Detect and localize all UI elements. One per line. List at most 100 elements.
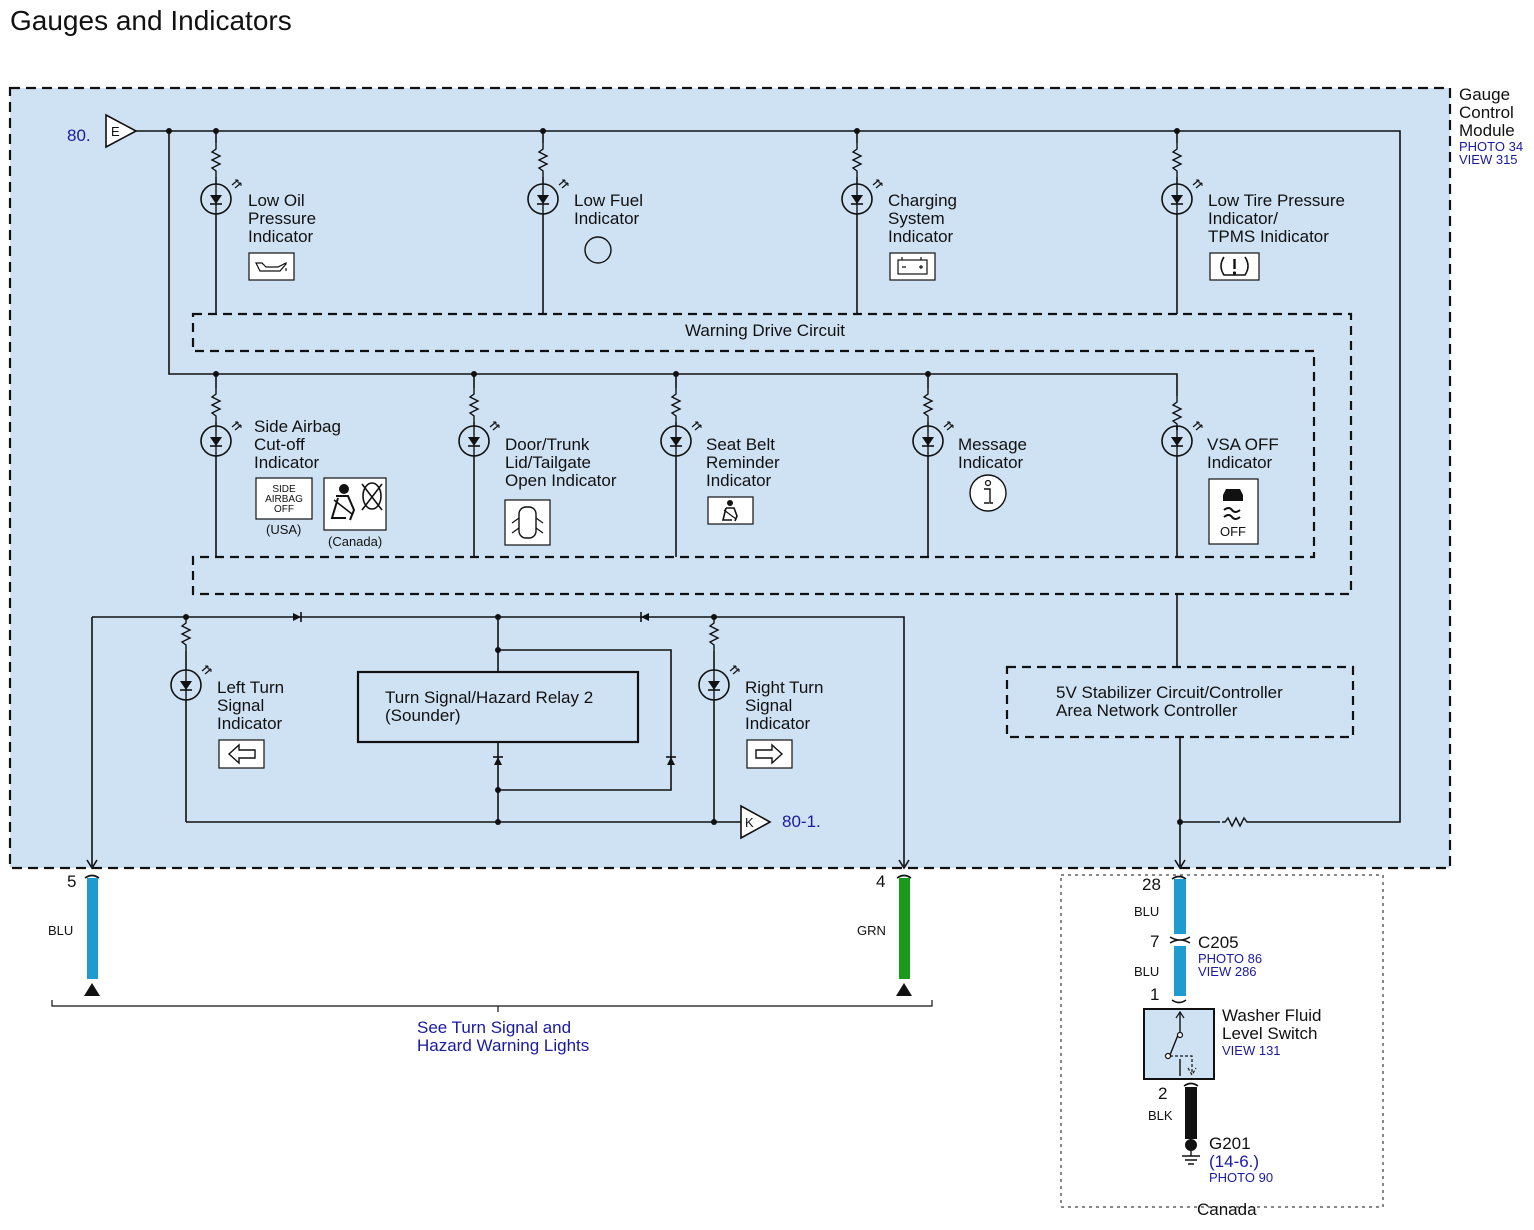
pin-5-wire: 5 BLU: [48, 872, 100, 996]
canada-label: Canada: [1197, 1200, 1257, 1219]
svg-text:SIDE: SIDE: [272, 484, 296, 495]
low-oil-pressure-indicator: Low Oil Pressure Indicator: [200, 131, 316, 314]
svg-text:28: 28: [1142, 875, 1161, 894]
see-turn-signal-link[interactable]: See Turn Signal and Hazard Warning Light…: [417, 1018, 589, 1055]
svg-text:Seat Belt: Seat Belt: [706, 435, 775, 454]
connector-k-letter: K: [745, 815, 754, 830]
svg-text:Indicator: Indicator: [1207, 453, 1273, 472]
warning-drive-circuit-box: [191, 312, 1353, 596]
svg-text:PHOTO 34: PHOTO 34: [1459, 139, 1523, 154]
svg-text:Indicator: Indicator: [248, 227, 314, 246]
washer-wire-harness: 28 BLU 7 C205 PHOTO 86 VIEW 286 BLU 1: [1134, 875, 1262, 1004]
svg-text:4: 4: [876, 872, 885, 891]
svg-text:BLU: BLU: [1134, 904, 1159, 919]
svg-text:Area Network Controller: Area Network Controller: [1056, 701, 1238, 720]
svg-text:Washer Fluid: Washer Fluid: [1222, 1006, 1322, 1025]
svg-text:(14-6.): (14-6.): [1209, 1152, 1259, 1171]
svg-text:Right Turn: Right Turn: [745, 678, 823, 697]
svg-text:See Turn Signal and: See Turn Signal and: [417, 1018, 571, 1037]
svg-text:PHOTO 90: PHOTO 90: [1209, 1170, 1273, 1185]
pullup-resistor: [1222, 816, 1250, 828]
svg-text:Turn Signal/Hazard Relay 2: Turn Signal/Hazard Relay 2: [385, 688, 593, 707]
svg-text:Indicator: Indicator: [706, 471, 772, 490]
turn-signal-relay-box: Turn Signal/Hazard Relay 2 (Sounder): [356, 670, 640, 744]
svg-text:Reminder: Reminder: [706, 453, 780, 472]
svg-text:VIEW 131: VIEW 131: [1222, 1043, 1281, 1058]
see-turn-bracket: [51, 1000, 933, 1012]
svg-text:5V Stabilizer Circuit/Controll: 5V Stabilizer Circuit/Controller: [1056, 683, 1283, 702]
stabilizer-circuit-box: 5V Stabilizer Circuit/Controller Area Ne…: [1005, 665, 1355, 739]
svg-text:PHOTO 86: PHOTO 86: [1198, 951, 1262, 966]
svg-text:Charging: Charging: [888, 191, 957, 210]
svg-text:Level Switch: Level Switch: [1222, 1024, 1317, 1043]
svg-text:BLK: BLK: [1148, 1108, 1173, 1123]
connector-k-flag: [740, 804, 772, 840]
seat-belt-indicator: Seat Belt Reminder Indicator: [660, 374, 780, 557]
svg-text:Module: Module: [1459, 121, 1515, 140]
svg-text:C205: C205: [1198, 933, 1239, 952]
low-tire-pressure-indicator: Low Tire Pressure Indicator/ TPMS Inidic…: [1161, 131, 1345, 314]
left-turn-signal-indicator: Left Turn Signal Indicator: [170, 616, 284, 822]
svg-text:Open Indicator: Open Indicator: [505, 471, 617, 490]
svg-text:Door/Trunk: Door/Trunk: [505, 435, 590, 454]
low-fuel-indicator: Low Fuel Indicator: [527, 131, 643, 314]
svg-text:BLU: BLU: [1134, 964, 1159, 979]
connector-e-letter: E: [111, 124, 120, 139]
page-title: Gauges and Indicators: [10, 5, 292, 36]
svg-text:AIRBAG: AIRBAG: [265, 494, 303, 505]
warning-drive-circuit-label: Warning Drive Circuit: [685, 321, 845, 340]
right-turn-signal-indicator: Right Turn Signal Indicator: [698, 616, 823, 822]
svg-text:Indicator: Indicator: [574, 209, 640, 228]
svg-text:Indicator/: Indicator/: [1208, 209, 1278, 228]
svg-text:Indicator: Indicator: [745, 714, 811, 733]
svg-text:Signal: Signal: [217, 696, 264, 715]
svg-text:Indicator: Indicator: [254, 453, 320, 472]
charging-system-indicator: Charging System Indicator: [841, 131, 957, 314]
svg-text:Signal: Signal: [745, 696, 792, 715]
vsa-off-icon: OFF: [1208, 478, 1259, 545]
svg-text:Lid/Tailgate: Lid/Tailgate: [505, 453, 591, 472]
side-airbag-off-badge: SIDE AIRBAG OFF: [255, 477, 313, 520]
side-airbag-icon: [323, 477, 387, 531]
svg-text:VIEW 315: VIEW 315: [1459, 152, 1518, 167]
svg-text:Pressure: Pressure: [248, 209, 316, 228]
battery-icon: [889, 252, 936, 281]
svg-text:VIEW 286: VIEW 286: [1198, 964, 1257, 979]
svg-text:Control: Control: [1459, 103, 1514, 122]
seat-belt-icon: [707, 496, 754, 525]
svg-text:OFF: OFF: [274, 504, 294, 515]
svg-text:Indicator: Indicator: [888, 227, 954, 246]
svg-text:GRN: GRN: [857, 923, 886, 938]
svg-text:1: 1: [1150, 985, 1159, 1004]
connector-ref-80-1[interactable]: 80-1.: [782, 812, 821, 831]
side-airbag-cutoff-indicator: Side Airbag Cut-off Indicator SIDE AIRBA…: [200, 374, 387, 557]
door-trunk-indicator: Door/Trunk Lid/Tailgate Open Indicator: [458, 374, 617, 557]
pin-4-wire: 4 GRN: [857, 872, 912, 996]
ground-g201: 2 BLK G201 (14-6.) PHOTO 90: [1148, 1082, 1273, 1185]
door-open-icon: [504, 499, 551, 546]
svg-text:Left Turn: Left Turn: [217, 678, 284, 697]
svg-text:(Canada): (Canada): [328, 534, 382, 549]
svg-text:TPMS Inidicator: TPMS Inidicator: [1208, 227, 1329, 246]
svg-text:5: 5: [67, 872, 76, 891]
svg-text:Hazard Warning Lights: Hazard Warning Lights: [417, 1036, 589, 1055]
svg-text:Low Oil: Low Oil: [248, 191, 305, 210]
svg-text:Side Airbag: Side Airbag: [254, 417, 341, 436]
connector-ref-80[interactable]: 80.: [67, 126, 91, 145]
vsa-off-indicator: VSA OFF Indicator OFF: [1161, 395, 1279, 557]
left-arrow-icon: [218, 739, 265, 769]
svg-text:Low Fuel: Low Fuel: [574, 191, 643, 210]
message-indicator: Message Indicator: [912, 374, 1027, 557]
svg-text:VSA OFF: VSA OFF: [1207, 435, 1279, 454]
svg-text:(USA): (USA): [266, 522, 301, 537]
oil-can-icon: [248, 252, 295, 281]
svg-text:7: 7: [1150, 932, 1159, 951]
svg-text:Cut-off: Cut-off: [254, 435, 305, 454]
right-arrow-icon: [746, 739, 793, 769]
connector-e-flag: [105, 113, 138, 149]
circle-icon: [584, 236, 612, 264]
svg-text:(Sounder): (Sounder): [385, 706, 461, 725]
canada-option-box: [1060, 874, 1384, 1208]
svg-text:Message: Message: [958, 435, 1027, 454]
